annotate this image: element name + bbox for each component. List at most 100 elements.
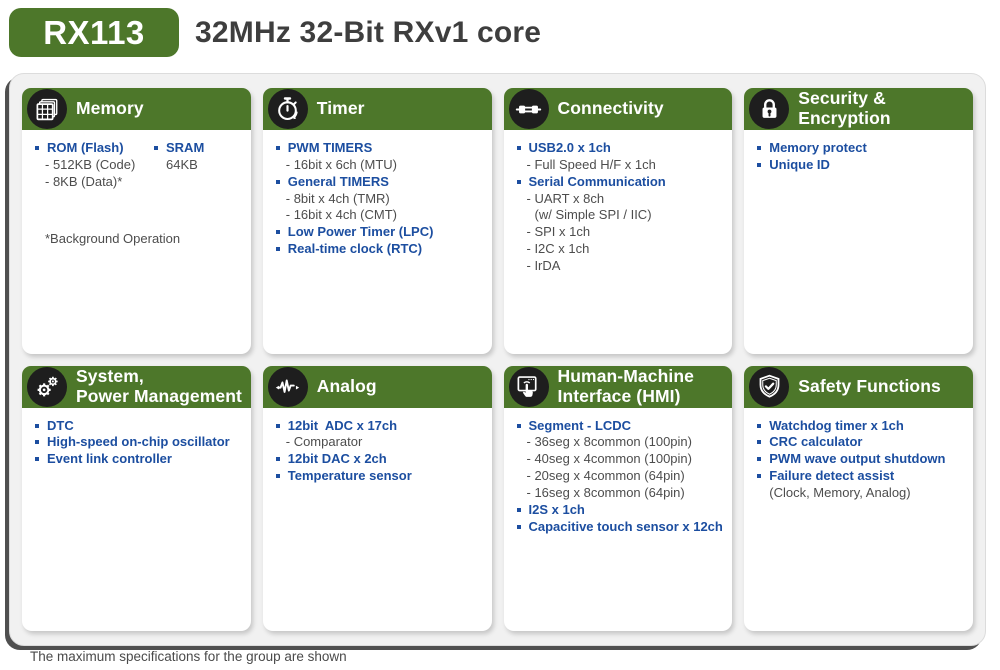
spec-detail: 64KB	[166, 156, 198, 172]
spec-detail: - Full Speed H/F x 1ch	[526, 156, 656, 172]
card-grid: Memory ROM (Flash)- 512KB (Code)- 8KB (D…	[10, 74, 985, 645]
feature-item: USB2.0 x 1ch	[514, 140, 727, 156]
feature-item: Event link controller	[32, 451, 245, 467]
card-header: Analog	[262, 365, 492, 408]
spec-detail: - UART x 8ch	[526, 190, 605, 206]
spec-detail: - 8bit x 4ch (TMR)	[285, 190, 390, 206]
card-title: Memory	[76, 98, 144, 119]
feature-item: SRAM	[151, 140, 245, 156]
card-body: Segment - LCDC- 36seg x 8common (100pin)…	[504, 408, 733, 632]
waveform-icon	[267, 366, 308, 407]
feature-item: Low Power Timer (LPC)	[273, 224, 486, 240]
feature-item: General TIMERS	[273, 174, 486, 190]
gears-icon	[27, 366, 67, 407]
card-connectivity: Connectivity USB2.0 x 1ch- Full Speed H/…	[503, 88, 733, 354]
card-header: Human-Machine Interface (HMI)	[503, 365, 733, 408]
card-header: Safety Functions	[744, 365, 973, 408]
feature-item: Unique ID	[754, 157, 967, 173]
spec-list: PWM TIMERS- 16bit x 6ch (MTU)General TIM…	[273, 140, 486, 258]
feature-item: Memory protect	[754, 140, 967, 156]
lock-icon	[749, 89, 790, 129]
spec-list: Segment - LCDC- 36seg x 8common (100pin)…	[514, 418, 727, 536]
feature-item: I2S x 1ch	[514, 502, 727, 518]
card-header: Security & Encryption	[744, 88, 973, 130]
feature-item: DTC	[32, 418, 245, 434]
spec-detail: - I2C x 1ch	[526, 241, 590, 257]
spec-detail: - 512KB (Code)	[45, 156, 136, 172]
card-title: Security & Encryption	[798, 88, 891, 128]
feature-item: Failure detect assist	[754, 468, 967, 484]
feature-item: Temperature sensor	[273, 468, 486, 484]
feature-item: PWM TIMERS	[273, 140, 486, 156]
card-title: Analog	[316, 375, 377, 396]
page-header: RX113 32MHz 32-Bit RXv1 core	[9, 8, 541, 57]
spec-columns: PWM TIMERS- 16bit x 6ch (MTU)General TIM…	[273, 140, 486, 258]
stopwatch-icon	[267, 89, 308, 129]
spec-detail: - 20seg x 4common (64pin)	[526, 468, 685, 484]
spec-detail: (Clock, Memory, Analog)	[769, 484, 911, 500]
feature-item: Capacitive touch sensor x 12ch	[514, 519, 727, 535]
spec-detail: - 16seg x 8common (64pin)	[526, 484, 685, 500]
card-title: Timer	[316, 98, 365, 119]
card-title: Safety Functions	[798, 375, 941, 396]
card-header: Timer	[262, 88, 492, 130]
spec-detail: - IrDA	[526, 258, 561, 274]
feature-item: 12bit ADC x 17ch	[273, 418, 486, 434]
spec-detail: (w/ Simple SPI / IIC)	[534, 207, 652, 223]
chip-badge: RX113	[9, 8, 179, 57]
spec-detail: - 36seg x 8common (100pin)	[526, 434, 692, 450]
card-title: Connectivity	[557, 98, 664, 119]
memory-grid-icon	[27, 89, 67, 129]
feature-item: PWM wave output shutdown	[754, 451, 967, 467]
card-header: Memory	[22, 88, 251, 130]
card-title: Human-Machine Interface (HMI)	[557, 365, 694, 406]
footer-note: The maximum specifications for the group…	[30, 649, 347, 664]
spec-columns: Segment - LCDC- 36seg x 8common (100pin)…	[514, 418, 727, 536]
feature-item: High-speed on-chip oscillator	[32, 434, 245, 450]
spec-detail: - SPI x 1ch	[526, 224, 591, 240]
feature-item: Serial Communication	[514, 174, 727, 190]
spec-list: ROM (Flash)- 512KB (Code)- 8KB (Data)*	[32, 140, 151, 191]
card-body: ROM (Flash)- 512KB (Code)- 8KB (Data)*SR…	[22, 130, 251, 354]
spec-panel: Memory ROM (Flash)- 512KB (Code)- 8KB (D…	[9, 73, 986, 646]
card-hmi: Human-Machine Interface (HMI) Segment - …	[503, 365, 733, 632]
spec-detail: - 16bit x 4ch (CMT)	[285, 207, 397, 223]
feature-item: CRC calculator	[754, 434, 967, 450]
spec-detail: - 40seg x 4common (100pin)	[526, 451, 692, 467]
card-body: PWM TIMERS- 16bit x 6ch (MTU)General TIM…	[263, 130, 492, 354]
feature-item: Watchdog timer x 1ch	[754, 418, 967, 434]
card-footnote: *Background Operation	[45, 230, 181, 246]
card-title: System, Power Management	[76, 365, 242, 406]
feature-item: Real-time clock (RTC)	[273, 241, 486, 257]
plug-icon	[508, 89, 549, 129]
page-footer: The maximum specifications for the group…	[30, 649, 347, 664]
card-memory: Memory ROM (Flash)- 512KB (Code)- 8KB (D…	[22, 88, 251, 354]
spec-detail: - Comparator	[285, 434, 363, 450]
feature-item: 12bit DAC x 2ch	[273, 451, 486, 467]
feature-item: Segment - LCDC	[514, 418, 727, 434]
card-timer: Timer PWM TIMERS- 16bit x 6ch (MTU)Gener…	[262, 88, 492, 354]
page-title: 32MHz 32-Bit RXv1 core	[195, 15, 542, 49]
spec-detail: - 8KB (Data)*	[45, 173, 123, 189]
